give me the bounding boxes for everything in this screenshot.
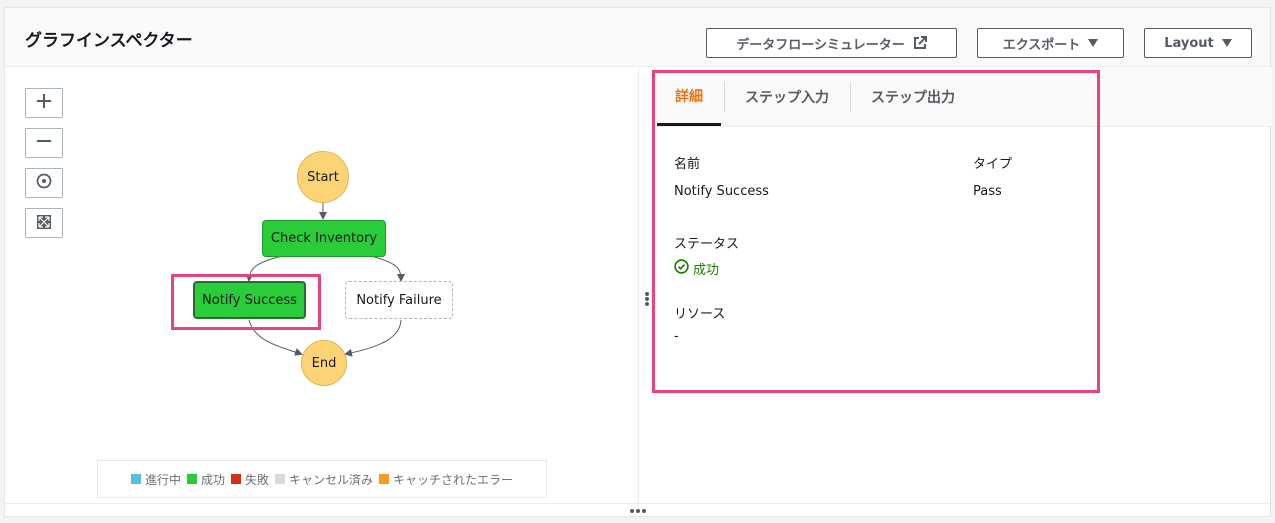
zoom-in-button[interactable] xyxy=(25,88,63,118)
legend-item-success: 成功 xyxy=(186,471,225,488)
legend-item-cancelled: キャンセル済み xyxy=(275,471,373,488)
details-pane: 詳細 ステップ入力 ステップ出力 名前 Notify Success タイプ P… xyxy=(652,68,1272,503)
graph-edges xyxy=(245,203,405,357)
details-highlight xyxy=(652,70,1100,393)
expand-icon xyxy=(37,214,51,233)
legend-swatch-icon xyxy=(379,474,390,484)
legend-item-in-progress: 進行中 xyxy=(130,471,181,488)
graph-node-check-inventory[interactable]: Check Inventory xyxy=(262,220,386,257)
graph-node-notify-success[interactable]: Notify Success xyxy=(193,281,306,319)
center-icon xyxy=(36,173,52,193)
legend-swatch-icon xyxy=(186,474,197,484)
status-badge: 成功 xyxy=(674,259,719,278)
status-label: ステータス xyxy=(674,237,740,252)
tab-step-output[interactable]: ステップ出力 xyxy=(871,90,955,106)
layout-dropdown-button[interactable]: Layout xyxy=(1144,28,1252,58)
vertical-resize-handle[interactable] xyxy=(644,291,650,311)
external-link-icon xyxy=(913,36,927,50)
type-label: タイプ xyxy=(973,157,1013,172)
graph-inspector-panel: グラフインスペクター データフローシミュレーター エクスポート Layout xyxy=(4,7,1272,517)
data-flow-simulator-button[interactable]: データフローシミュレーター xyxy=(706,28,957,58)
center-button[interactable] xyxy=(25,168,63,198)
tab-step-input[interactable]: ステップ入力 xyxy=(745,90,829,106)
graph-node-end[interactable]: End xyxy=(301,340,347,386)
check-circle-icon xyxy=(674,259,689,278)
fit-view-button[interactable] xyxy=(25,208,63,238)
resource-label: リソース xyxy=(674,307,726,322)
details-tabs: 詳細 ステップ入力 ステップ出力 xyxy=(653,68,1272,127)
graph-node-notify-failure[interactable]: Notify Failure xyxy=(345,281,453,319)
resource-value: - xyxy=(674,329,679,344)
tab-divider xyxy=(724,82,725,112)
minus-icon xyxy=(36,133,52,153)
graph-node-start[interactable]: Start xyxy=(297,151,349,203)
caret-down-icon xyxy=(1088,39,1099,47)
horizontal-resize-handle[interactable] xyxy=(5,503,1270,517)
type-value: Pass xyxy=(973,184,1002,199)
state-machine-graph: Start Check Inventory Notify Success Not… xyxy=(5,68,639,468)
legend-item-failed: 失敗 xyxy=(230,471,269,488)
legend-item-caught-error: キャッチされたエラー xyxy=(379,471,513,488)
tab-divider xyxy=(850,82,851,112)
page-title: グラフインスペクター xyxy=(25,31,193,51)
graph-pane: Start Check Inventory Notify Success Not… xyxy=(5,68,639,503)
legend-swatch-icon xyxy=(275,474,285,484)
legend-swatch-icon xyxy=(230,474,241,484)
name-label: 名前 xyxy=(674,157,701,172)
export-dropdown-button[interactable]: エクスポート xyxy=(977,28,1124,58)
status-legend: 進行中 成功 失敗 キャンセル済み キャッチされたエラー xyxy=(97,460,547,498)
zoom-out-button[interactable] xyxy=(25,128,63,158)
caret-down-icon xyxy=(1221,39,1232,47)
legend-swatch-icon xyxy=(130,474,141,484)
name-value: Notify Success xyxy=(674,184,769,199)
selection-highlight xyxy=(171,274,321,330)
panel-header: グラフインスペクター データフローシミュレーター エクスポート Layout xyxy=(5,8,1270,67)
plus-icon xyxy=(36,93,52,113)
tab-details[interactable]: 詳細 xyxy=(657,68,721,126)
